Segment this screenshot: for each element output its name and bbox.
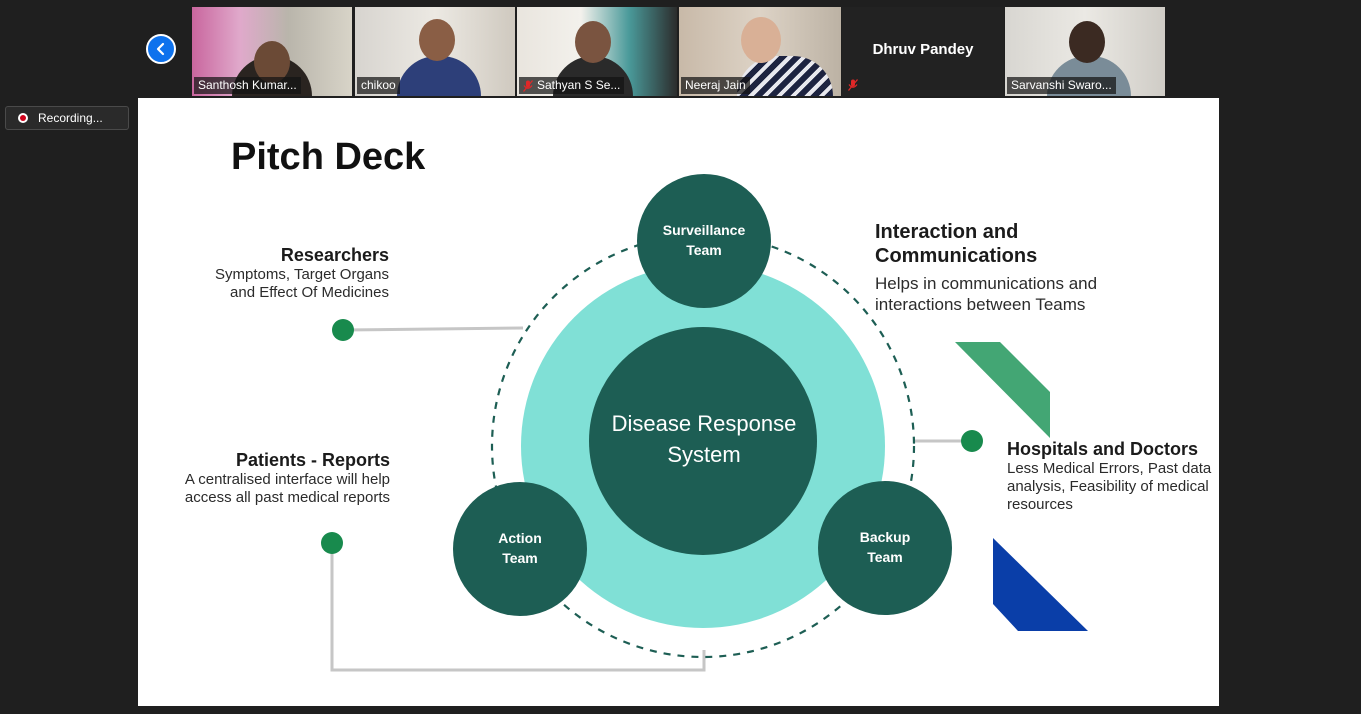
center-circle: [589, 327, 817, 555]
shared-screen-slide: Pitch Deck Researchers Symptoms, Target …: [138, 98, 1219, 706]
researchers-description-line1: Symptoms, Target Organs: [215, 266, 389, 283]
hospitals-description-line1: Less Medical Errors, Past data: [1007, 460, 1212, 477]
patients-dot: [321, 532, 343, 554]
participant-tile[interactable]: Sathyan S Se...: [517, 7, 677, 96]
researchers-description-line2: and Effect Of Medicines: [230, 284, 389, 301]
participant-name: chikoo: [357, 77, 400, 94]
interaction-heading-line2: Communications: [875, 245, 1038, 267]
hospitals-description-line2: analysis, Feasibility of medical: [1007, 478, 1209, 495]
chevron-left-icon: [156, 42, 165, 56]
participant-tile-active-speaker[interactable]: Neeraj Jain: [679, 7, 841, 96]
interaction-description-line2: interactions between Teams: [875, 295, 1086, 314]
decorative-green-shape: [955, 342, 1050, 438]
interaction-description-line1: Helps in communications and: [875, 274, 1098, 293]
participant-strip: Santhosh Kumar... chikoo Sathyan S Se...: [0, 0, 1361, 98]
hospitals-dot: [961, 430, 983, 452]
recording-label: Recording...: [38, 111, 103, 125]
backup-team-label: Backup Team: [859, 529, 911, 565]
participant-tile[interactable]: Santhosh Kumar...: [192, 7, 352, 96]
decorative-blue-shape: [993, 538, 1088, 631]
participant-name: Neeraj Jain: [681, 77, 750, 94]
participant-name: Santhosh Kumar...: [194, 77, 301, 94]
patients-connector: [330, 543, 706, 672]
hospitals-heading: Hospitals and Doctors: [1007, 439, 1199, 459]
hospitals-text: Hospitals and Doctors Less Medical Error…: [1007, 438, 1219, 514]
recording-indicator[interactable]: Recording...: [5, 106, 129, 130]
muted-mic-icon: [848, 79, 858, 91]
patients-description-line1: A centralised interface will help: [184, 471, 390, 488]
participant-name: Sathyan S Se...: [519, 77, 625, 94]
participant-tile-video-off[interactable]: Dhruv Pandey: [842, 7, 1004, 96]
participant-name: Sarvanshi Swaro...: [1007, 77, 1116, 94]
interaction-heading-line1: Interaction and: [875, 221, 1019, 243]
patients-heading: Patients - Reports: [235, 450, 390, 470]
participant-name: Dhruv Pandey: [872, 41, 974, 58]
researchers-dot: [332, 319, 354, 341]
slide-diagram: [321, 174, 1088, 672]
action-team-label: Action Team: [498, 530, 542, 566]
participant-tile[interactable]: chikoo: [355, 7, 515, 96]
patients-description-line2: access all past medical reports: [184, 489, 390, 506]
patients-text: Patients - Reports A centralised interfa…: [148, 449, 390, 507]
record-icon: [18, 113, 28, 123]
researchers-connector: [342, 326, 524, 332]
researchers-text: Researchers Symptoms, Target Organs and …: [178, 244, 389, 302]
slide-title: Pitch Deck: [231, 136, 426, 178]
previous-page-button[interactable]: [146, 34, 176, 64]
center-label: Disease Response System: [611, 411, 797, 467]
action-team-circle: [453, 482, 587, 616]
surveillance-team-label: Surveillance Team: [662, 222, 746, 258]
outer-dashed-ring: [490, 233, 916, 659]
participant-tile[interactable]: Sarvanshi Swaro...: [1005, 7, 1165, 96]
researchers-heading: Researchers: [280, 245, 389, 265]
backup-team-circle: [818, 481, 952, 615]
surveillance-team-circle: [637, 174, 771, 308]
muted-mic-icon: [523, 79, 533, 92]
hospitals-description-line3: resources: [1007, 496, 1073, 513]
interaction-text: Interaction and Communications Helps in …: [875, 220, 1175, 315]
